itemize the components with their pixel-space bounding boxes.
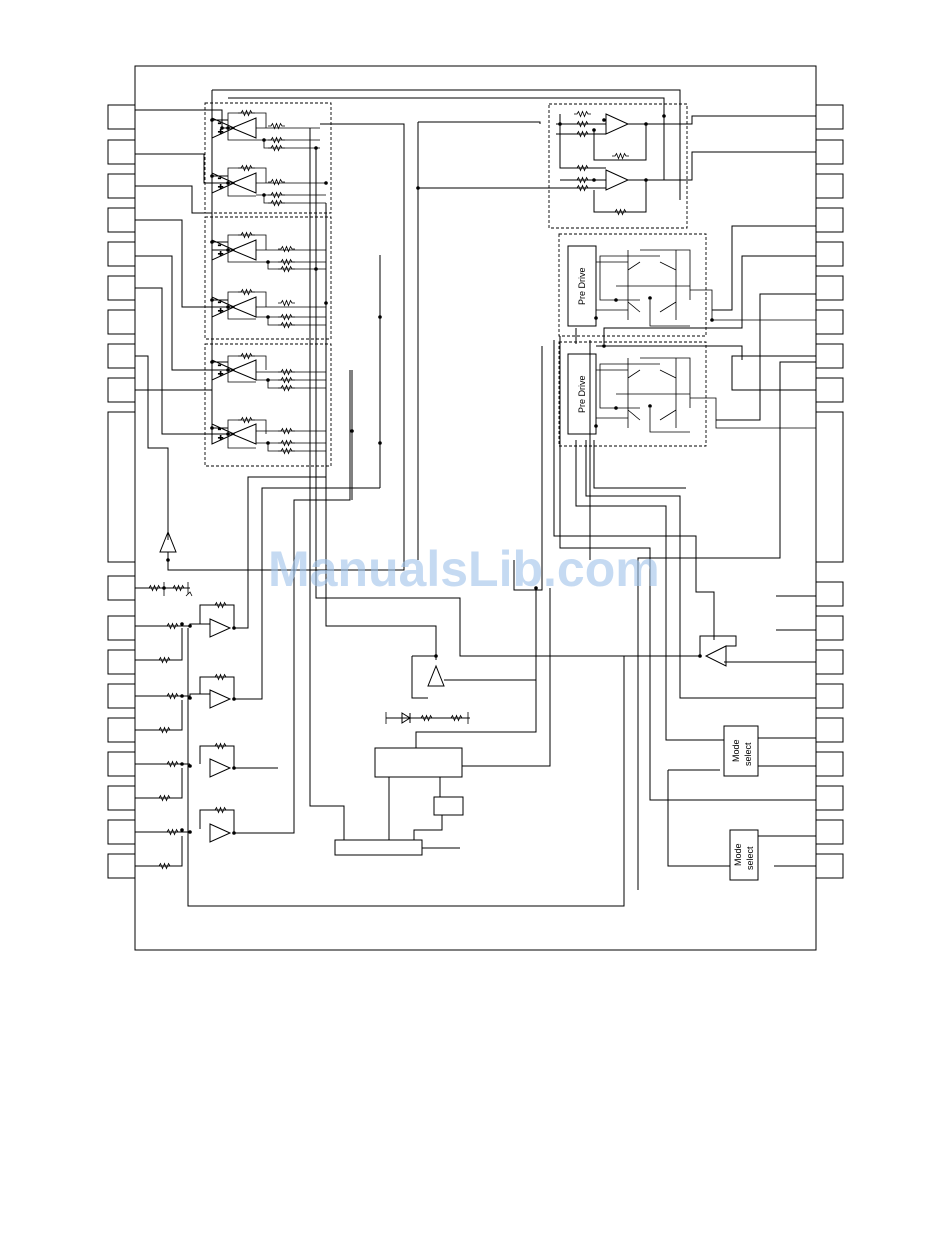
svg-text:Mode: Mode bbox=[731, 739, 741, 762]
svg-text:select: select bbox=[745, 846, 755, 870]
chip-outline bbox=[135, 66, 816, 950]
center-block-small bbox=[434, 797, 463, 815]
mode-select-1-line1: Mode bbox=[731, 739, 741, 762]
mode-select-2-line2: select bbox=[745, 846, 755, 870]
svg-text:select: select bbox=[743, 742, 753, 766]
center-block-large bbox=[375, 748, 462, 777]
mode-select-2-line1: Mode bbox=[733, 843, 743, 866]
watermark: ManualsLib.com bbox=[268, 541, 660, 597]
left-opamps bbox=[212, 118, 234, 444]
right-pins bbox=[816, 105, 843, 878]
left-pins bbox=[108, 105, 135, 878]
mode-select-1-line2: select bbox=[743, 742, 753, 766]
center-block-bar bbox=[335, 840, 422, 855]
svg-text:Mode: Mode bbox=[733, 843, 743, 866]
pre-drive-label-2: Pre Drive bbox=[577, 375, 587, 413]
pre-drive-label-1: Pre Drive bbox=[577, 267, 587, 305]
